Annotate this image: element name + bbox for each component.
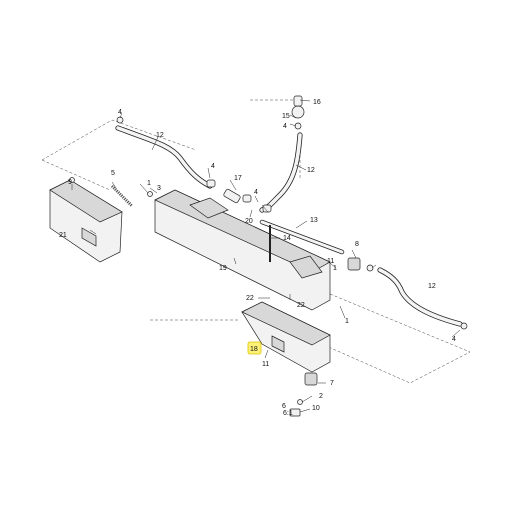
callout-6: 6 bbox=[282, 403, 286, 410]
lower-deflector bbox=[241, 301, 331, 373]
callout-15: 15 bbox=[282, 113, 290, 120]
callout-22: 22 bbox=[246, 295, 254, 302]
callout-4: 4 bbox=[118, 109, 122, 116]
hose-upper-right bbox=[259, 132, 303, 213]
callout-6-1: 6:1 bbox=[283, 410, 293, 417]
callout-12: 12 bbox=[428, 283, 436, 290]
callout-4: 4 bbox=[452, 336, 456, 343]
hose-right bbox=[377, 267, 463, 327]
leader-lines bbox=[71, 99, 461, 413]
callout-14: 14 bbox=[283, 235, 291, 242]
callout-22: 22 bbox=[297, 302, 305, 309]
hose-upper-left bbox=[115, 125, 213, 189]
main-frame-beam bbox=[154, 189, 331, 311]
callout-12: 12 bbox=[307, 167, 315, 174]
callout-17: 17 bbox=[234, 175, 242, 182]
callout-19: 19 bbox=[219, 265, 227, 272]
spring bbox=[110, 184, 134, 208]
callout-11: 11 bbox=[262, 361, 269, 368]
callout-7: 7 bbox=[330, 380, 334, 387]
callout-21: 21 bbox=[59, 232, 67, 239]
rod bbox=[259, 219, 345, 255]
callout-4: 4 bbox=[254, 189, 258, 196]
callout-3: 3 bbox=[157, 185, 161, 192]
callout-13: 13 bbox=[310, 217, 318, 224]
callout-5: 5 bbox=[111, 170, 115, 177]
callout-9: 9 bbox=[68, 179, 72, 186]
end-cap-bracket bbox=[49, 179, 123, 263]
callout-8: 8 bbox=[355, 241, 359, 248]
callout-1: 1 bbox=[147, 180, 151, 187]
callout-1: 1 bbox=[345, 318, 349, 325]
highlight-marker bbox=[247, 341, 262, 355]
callout-16: 16 bbox=[313, 99, 321, 106]
callout-4: 4 bbox=[211, 163, 215, 170]
fittings bbox=[69, 95, 468, 417]
callout-12: 12 bbox=[156, 132, 164, 139]
callout-4: 4 bbox=[283, 123, 287, 130]
callout-18: 18 bbox=[250, 346, 258, 353]
callout-11: 11 bbox=[327, 258, 334, 265]
callout-labels: 4 12 16 15 4 12 1 3 4 17 4 20 12 13 14 1… bbox=[59, 99, 456, 417]
callout-2: 2 bbox=[319, 393, 323, 400]
callout-10: 10 bbox=[312, 405, 320, 412]
callout-20: 20 bbox=[245, 218, 253, 225]
callout-1: 1 bbox=[333, 265, 337, 272]
